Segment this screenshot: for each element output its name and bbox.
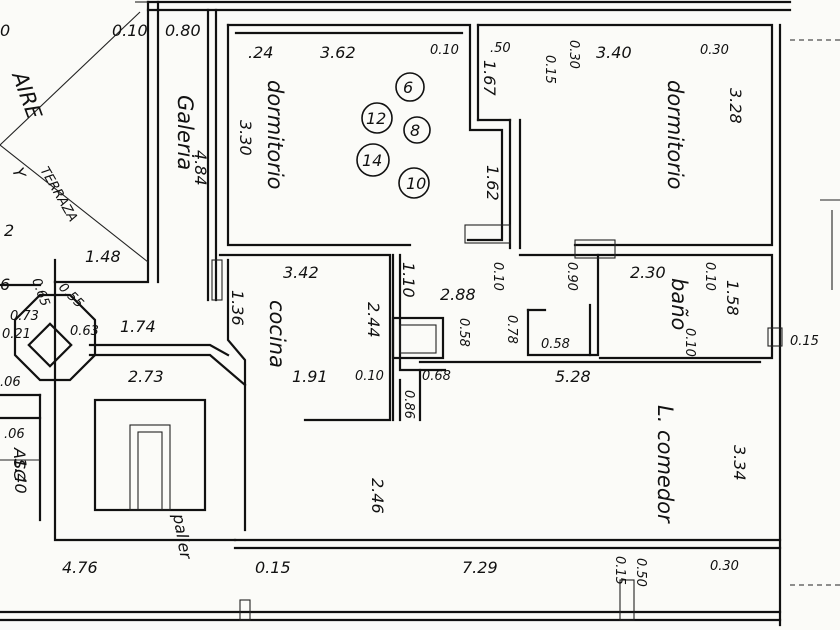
dim-110: 1.10 <box>399 262 418 298</box>
dim-330: 3.30 <box>236 120 255 156</box>
label-terraza: TERRAZA <box>37 165 80 225</box>
marker-10 <box>398 167 430 199</box>
dim-058b: 0.58 <box>541 337 570 352</box>
dim-288: 2.88 <box>440 285 476 304</box>
dim-010c: 0.10 <box>490 262 505 291</box>
dim-174: 1.74 <box>120 317 156 336</box>
dim-342: 3.42 <box>283 263 319 282</box>
dim-140: 1.40 <box>11 458 30 494</box>
dim-top-080: 0.80 <box>165 21 201 40</box>
dim-050: .50 <box>490 41 511 56</box>
dim-068: 0.68 <box>422 369 451 384</box>
reference-markers: 6 8 10 12 14 <box>356 72 431 199</box>
label-aire: AIRE <box>7 67 47 123</box>
dim-015c: 0.15 <box>255 558 291 577</box>
dim-015b: 0.15 <box>790 334 819 349</box>
dim-191: 1.91 <box>292 367 328 386</box>
marker-12-label: 12 <box>366 109 386 128</box>
dim-021: 0.21 <box>2 327 31 342</box>
dim-328: 3.28 <box>726 88 745 124</box>
dim-246: 2.46 <box>368 478 387 514</box>
marker-6-label: 6 <box>403 78 413 97</box>
dim-230: 2.30 <box>630 263 666 282</box>
dim-063: 0.63 <box>70 324 99 339</box>
dim-010e: 0.10 <box>682 328 697 357</box>
dim-729: 7.29 <box>462 558 498 577</box>
dim-030a: 0.30 <box>566 40 581 69</box>
dim-6: 6 <box>0 275 10 294</box>
dim-015d: 0.15 <box>612 556 627 585</box>
dim-2: 2 <box>4 221 14 240</box>
room-dormitorio-left: dormitorio <box>263 80 287 190</box>
dimension-labels: 0.10 0.80 .24 3.62 0.10 .50 0.15 0.30 3.… <box>0 21 819 587</box>
dim-158: 1.58 <box>723 280 742 316</box>
marker-8 <box>403 116 431 144</box>
dim-0: 0 <box>0 21 10 40</box>
dim-006b: .06 <box>4 427 25 442</box>
dim-006a: .06 <box>0 375 21 390</box>
room-bano: baño <box>667 278 691 330</box>
marker-14-label: 14 <box>362 151 382 170</box>
dim-030b: 0.30 <box>700 43 729 58</box>
dim-484: 4.84 <box>191 150 210 186</box>
dim-top-010: 0.10 <box>112 21 148 40</box>
dim-167: 1.67 <box>480 60 499 96</box>
dim-148: 1.48 <box>85 247 121 266</box>
marker-14 <box>356 143 390 177</box>
dim-030c: 0.30 <box>710 559 739 574</box>
dim-090: 0.90 <box>564 262 579 291</box>
room-comedor: L. comedor <box>653 405 677 524</box>
dim-024: .24 <box>248 43 273 62</box>
room-labels: dormitorio dormitorio cocina baño L. com… <box>7 67 691 562</box>
dim-078: 0.78 <box>504 315 519 344</box>
label-palier: palier <box>169 511 196 561</box>
label-asc: ASC <box>10 447 29 481</box>
marker-12 <box>361 102 393 134</box>
dim-528: 5.28 <box>555 367 591 386</box>
marker-6 <box>395 72 425 102</box>
marker-10-label: 10 <box>406 174 426 193</box>
room-dormitorio-right: dormitorio <box>663 80 687 190</box>
dim-334: 3.34 <box>730 445 749 481</box>
dim-058a: 0.58 <box>456 318 471 347</box>
dim-340: 3.40 <box>596 43 632 62</box>
dim-015a: 0.15 <box>542 55 557 84</box>
dim-010b: 0.10 <box>430 43 459 58</box>
room-galeria: Galeria <box>173 95 197 170</box>
dim-010d: 0.10 <box>702 262 717 291</box>
room-cocina: cocina <box>265 300 289 368</box>
dim-050b: 0.50 <box>633 558 648 587</box>
dim-073: 0.73 <box>10 309 39 324</box>
dim-010f: 0.10 <box>355 369 384 384</box>
marker-8-label: 8 <box>410 121 420 140</box>
dim-162: 1.62 <box>483 165 502 201</box>
dim-273: 2.73 <box>128 367 164 386</box>
dim-362: 3.62 <box>320 43 356 62</box>
dim-136: 1.36 <box>228 290 247 326</box>
label-y: Y <box>8 165 30 182</box>
dim-476: 4.76 <box>62 558 98 577</box>
dim-244: 2.44 <box>364 302 383 338</box>
dim-086: 0.86 <box>401 390 416 419</box>
